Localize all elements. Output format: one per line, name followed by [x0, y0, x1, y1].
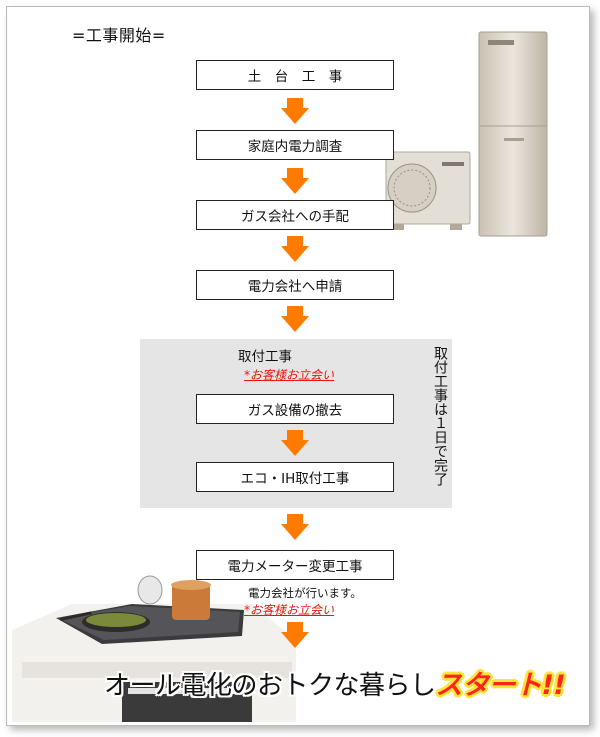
customer-attendance-note: *お客様お立会い: [244, 368, 335, 382]
installation-group-title: 取付工事: [238, 349, 292, 365]
down-arrow-icon: [281, 514, 309, 540]
ih-cooktop-image: [12, 575, 296, 722]
down-arrow-icon: [281, 622, 309, 648]
step-home-power-survey: 家庭内電力調査: [196, 130, 394, 160]
step-power-meter-change: 電力メーター変更工事: [196, 550, 394, 580]
down-arrow-icon: [281, 168, 309, 194]
step-power-company-application: 電力会社へ申請: [196, 270, 394, 300]
down-arrow-icon: [281, 306, 309, 332]
step-gas-equipment-removal: ガス設備の撤去: [196, 394, 394, 424]
start-banner: オール電化のおトクな暮らしスタート!!: [104, 663, 566, 702]
one-day-completion-text: 取付工事は１日で完了: [432, 346, 448, 486]
page-title: =工事開始=: [72, 26, 166, 45]
step-foundation-work: 土 台 工 事: [196, 60, 394, 90]
down-arrow-icon: [281, 236, 309, 262]
banner-text: オール電化のおトクな暮らし: [104, 671, 436, 701]
step-eco-ih-installation: エコ・IH取付工事: [196, 462, 394, 492]
meter-attendance-note: *お客様お立会い: [244, 603, 335, 617]
meter-caption: 電力会社が行います。: [248, 586, 362, 600]
banner-start-emphasis: スタート!!: [435, 670, 566, 701]
step-gas-company-arrangement: ガス会社への手配: [196, 200, 394, 230]
eco-cute-tank-image: [478, 31, 548, 237]
heat-pump-unit-image: [385, 151, 471, 230]
down-arrow-icon: [281, 430, 309, 456]
down-arrow-icon: [281, 98, 309, 124]
